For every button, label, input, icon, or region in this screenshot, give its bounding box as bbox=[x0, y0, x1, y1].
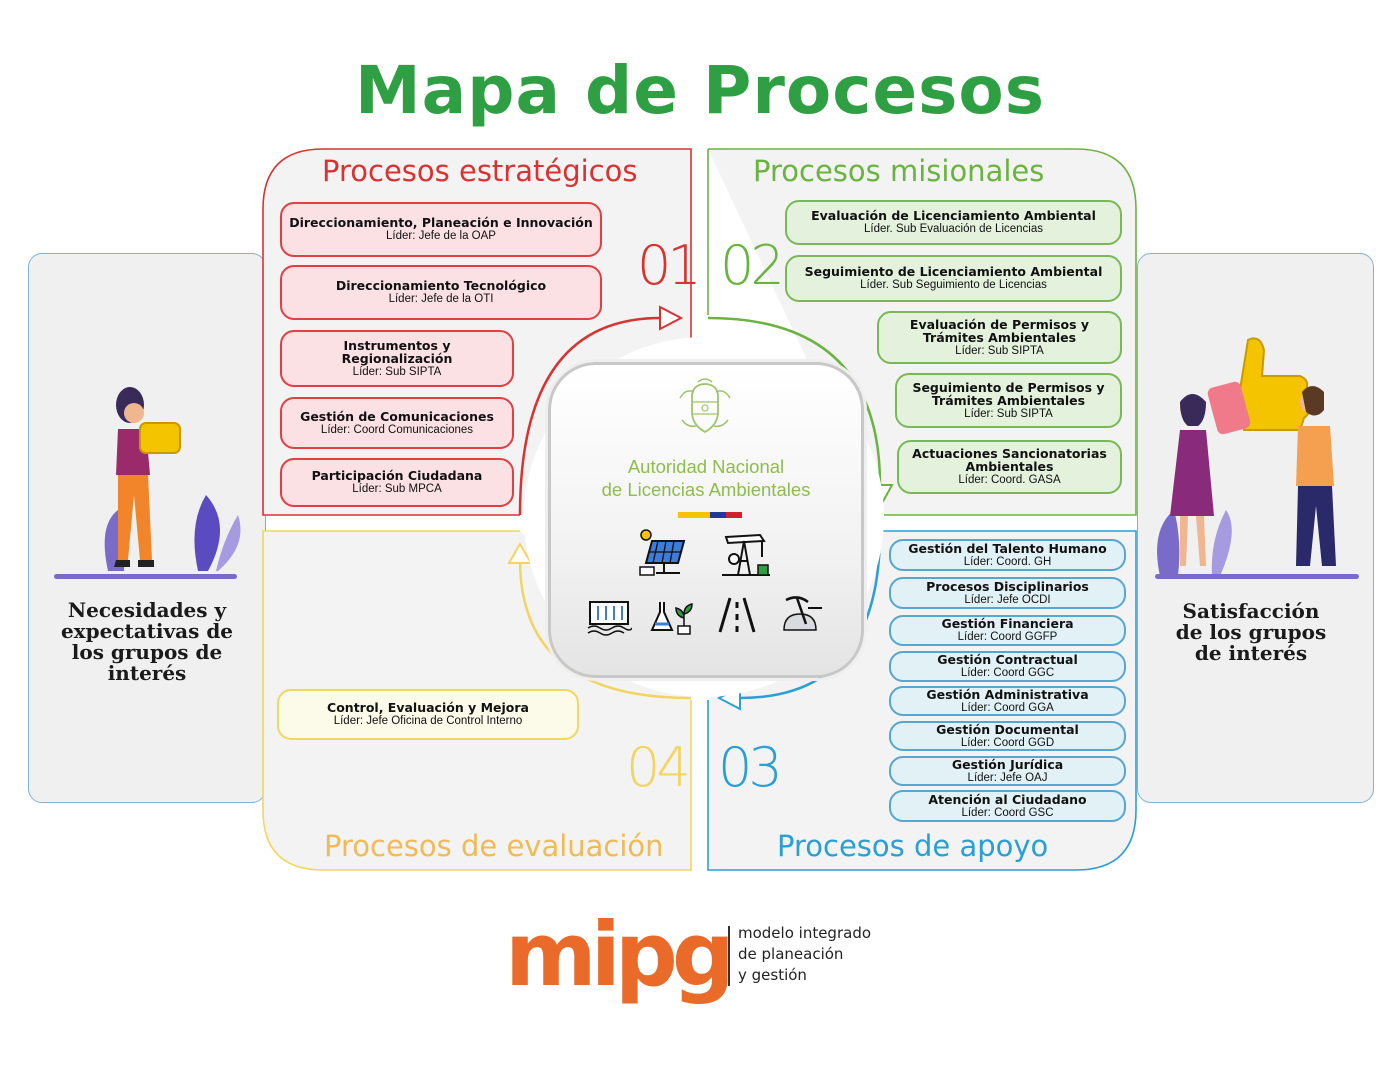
process-box: Participación Ciudadana Líder: Sub MPCA bbox=[280, 458, 514, 507]
mining-icon bbox=[783, 596, 822, 631]
process-box: Gestión Administrativa Líder: Coord GGA bbox=[889, 686, 1126, 716]
left-panel-baseline bbox=[54, 574, 237, 579]
woman-illustration bbox=[104, 387, 241, 571]
left-panel-text: Necesidades y expectativas de los grupos… bbox=[60, 598, 234, 685]
process-box: Gestión del Talento Humano Líder: Coord.… bbox=[889, 539, 1126, 571]
estrategicos-number: 01 bbox=[637, 234, 702, 297]
process-box: Atención al Ciudadano Líder: Coord GSC bbox=[889, 790, 1126, 822]
evaluacion-number: 04 bbox=[626, 736, 691, 799]
process-box: Actuaciones Sancionatorias Ambientales L… bbox=[897, 440, 1122, 494]
misionales-number: 02 bbox=[720, 234, 785, 297]
process-box: Evaluación de Permisos y Trámites Ambien… bbox=[877, 311, 1122, 364]
colombia-flag-icon bbox=[678, 512, 742, 518]
process-box: Gestión Documental Líder: Coord GGD bbox=[889, 721, 1126, 751]
misionales-arc bbox=[707, 316, 882, 486]
footer-divider bbox=[728, 926, 730, 986]
solar-panel-icon bbox=[639, 529, 686, 576]
oil-pump-icon bbox=[722, 533, 770, 576]
evaluacion-arrow bbox=[507, 542, 533, 564]
lab-plant-icon bbox=[650, 602, 693, 635]
thumbs-up-illustration bbox=[1157, 337, 1336, 576]
page-title: Mapa de Procesos bbox=[354, 52, 1046, 129]
process-box: Control, Evaluación y Mejora Líder: Jefe… bbox=[277, 689, 579, 740]
process-box: Seguimiento de Licenciamiento Ambiental … bbox=[785, 255, 1122, 302]
road-icon bbox=[718, 597, 756, 633]
process-box: Direccionamiento Tecnológico Líder: Jefe… bbox=[280, 265, 602, 320]
misionales-title: Procesos misionales bbox=[753, 154, 1045, 188]
process-box: Gestión Jurídica Líder: Jefe OAJ bbox=[889, 756, 1126, 786]
apoyo-title: Procesos de apoyo bbox=[777, 829, 1049, 863]
mipg-caption: modelo integrado de planeación y gestión bbox=[738, 924, 872, 984]
evaluacion-title: Procesos de evaluación bbox=[324, 829, 664, 863]
coat-of-arms-icon bbox=[679, 378, 731, 434]
process-box: Procesos Disciplinarios Líder: Jefe OCDI bbox=[889, 577, 1126, 609]
estrategicos-arrow bbox=[659, 305, 684, 331]
apoyo-number: 03 bbox=[718, 736, 783, 799]
dam-icon bbox=[587, 601, 632, 636]
estrategicos-title: Procesos estratégicos bbox=[322, 154, 638, 188]
process-box: Seguimiento de Permisos y Trámites Ambie… bbox=[895, 373, 1122, 428]
mipg-logo: mipg bbox=[505, 903, 735, 1006]
process-box: Gestión de Comunicaciones Líder: Coord C… bbox=[280, 397, 514, 449]
process-box: Evaluación de Licenciamiento Ambiental L… bbox=[785, 200, 1122, 245]
entity-name: Autoridad Nacional de Licencias Ambienta… bbox=[601, 456, 811, 500]
process-box: Direccionamiento, Planeación e Innovació… bbox=[280, 202, 602, 257]
estrategicos-arc bbox=[518, 316, 661, 516]
right-panel-baseline bbox=[1155, 574, 1359, 579]
process-box: Instrumentos y Regionalización Líder: Su… bbox=[280, 330, 514, 387]
process-box: Gestión Contractual Líder: Coord GGC bbox=[889, 651, 1126, 682]
process-box: Gestión Financiera Líder: Coord GGFP bbox=[889, 615, 1126, 646]
right-panel-text: Satisfacción de los grupos de interés bbox=[1175, 599, 1327, 665]
